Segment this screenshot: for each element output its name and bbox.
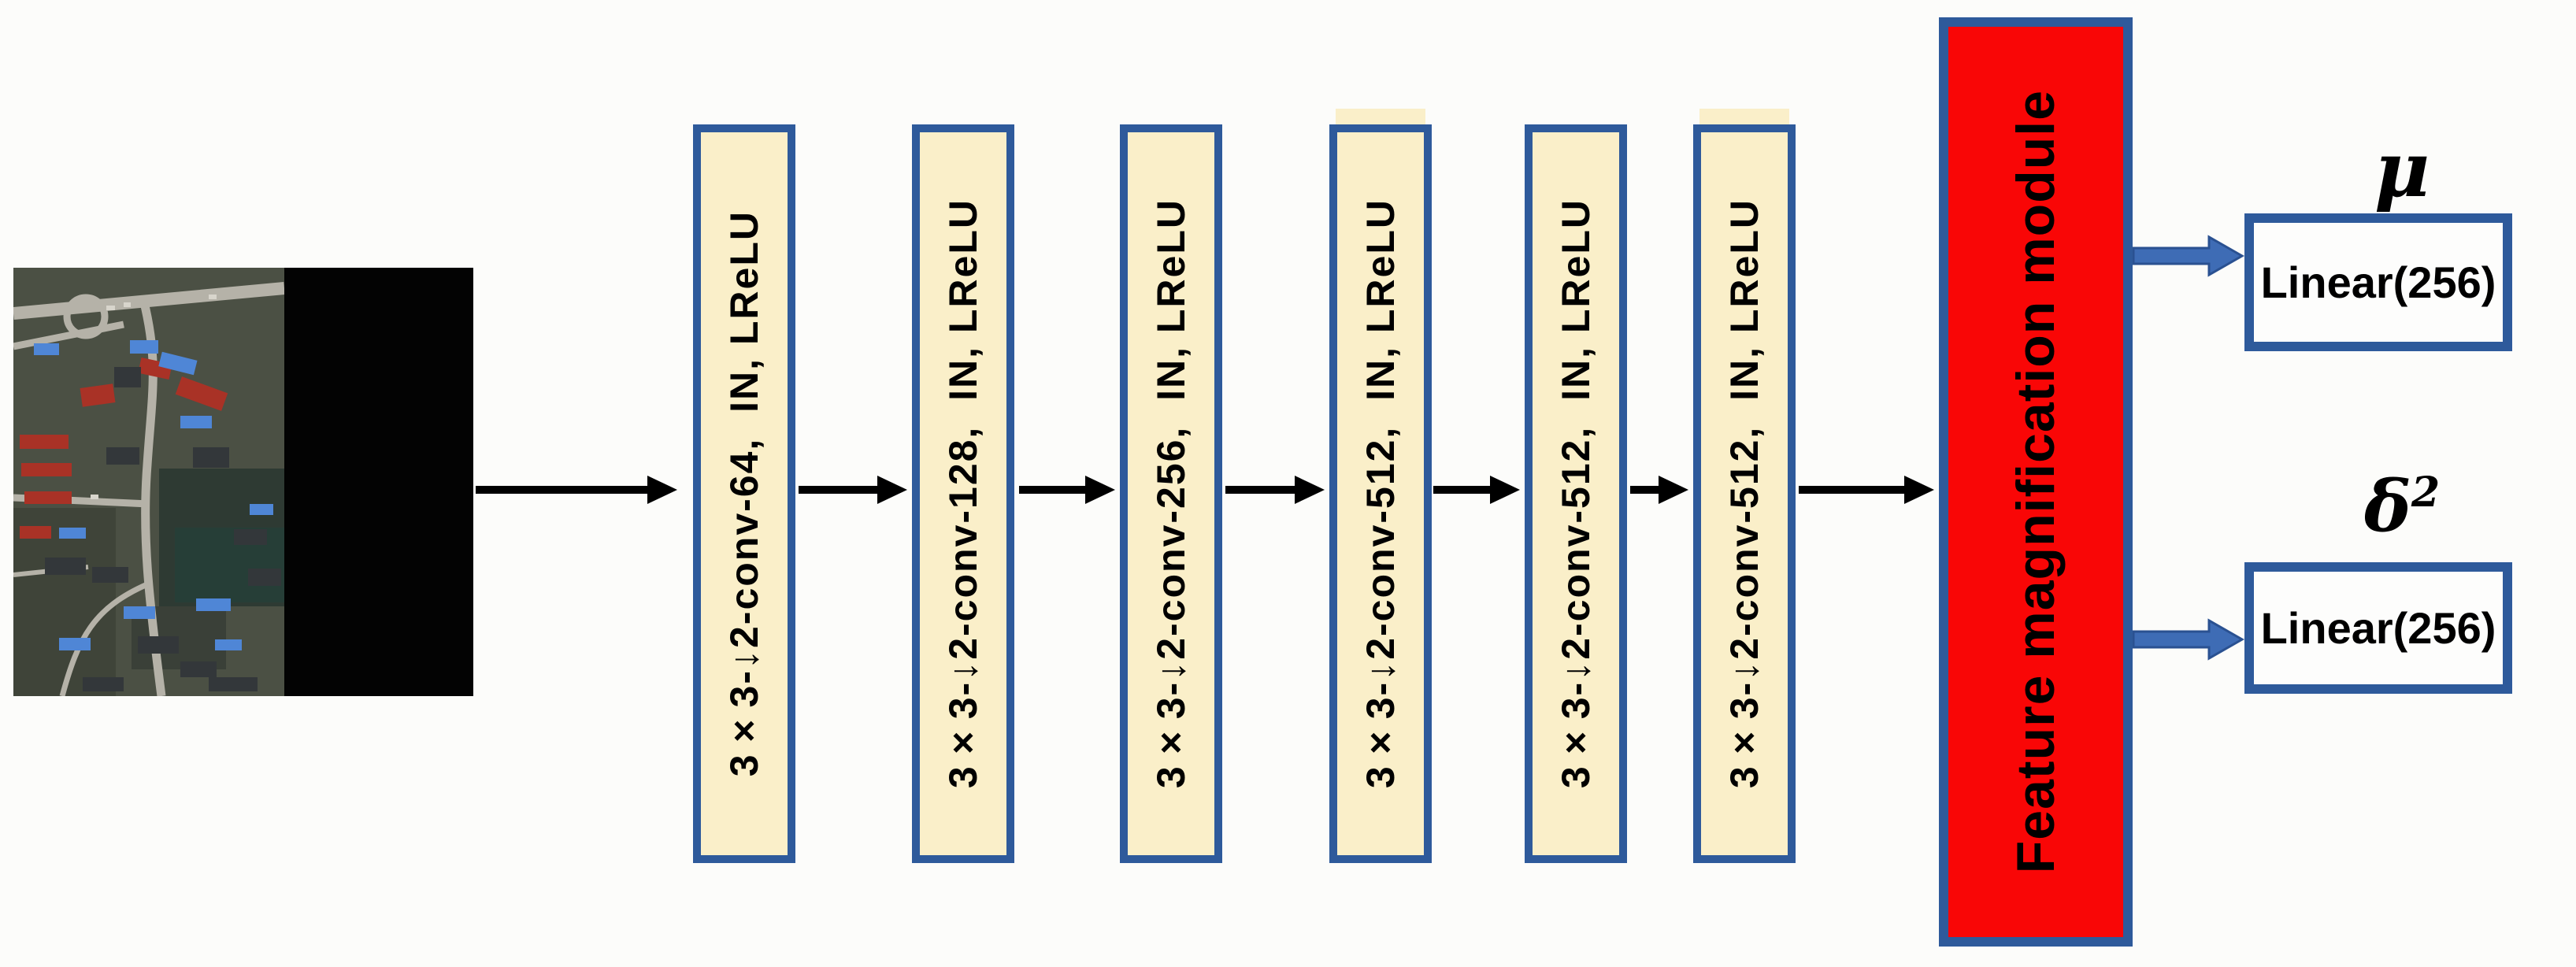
red-roofs [20,358,228,539]
conv-layer-6-cap [1699,109,1789,126]
conv-layer-4-label: 3×3-↓2-conv-512, IN, LReLU [1358,198,1403,789]
conv-layer-1: 3×3-↓2-conv-64, IN, LReLU [693,124,795,863]
mu-symbol: μ [2374,125,2430,214]
input-arrow [476,462,677,517]
dark-roofs [45,367,281,691]
delta-squared-symbol: δ2 [2363,465,2441,548]
flow-arrow-2 [1019,462,1115,517]
delta-arrow [2133,618,2244,661]
conv-layer-3: 3×3-↓2-conv-256, IN, LReLU [1120,124,1222,863]
conv-layer-3-label: 3×3-↓2-conv-256, IN, LReLU [1149,198,1193,789]
conv-layer-5-label: 3×3-↓2-conv-512, IN, LReLU [1554,198,1598,789]
conv-layer-6: 3×3-↓2-conv-512, IN, LReLU [1693,124,1796,863]
delta-linear-box: Linear(256) [2244,562,2512,694]
delta-linear-label: Linear(256) [2260,603,2496,653]
flow-arrow-5 [1630,462,1688,517]
blue-roofs [34,340,273,650]
mu-arrow [2133,235,2244,277]
feature-magnification-module-label: Feature magnification module [2006,90,2066,874]
conv-layer-2: 3×3-↓2-conv-128, IN, LReLU [912,124,1014,863]
conv-layer-5: 3×3-↓2-conv-512, IN, LReLU [1525,124,1627,863]
conv-layer-1-label: 3×3-↓2-conv-64, IN, LReLU [722,210,766,777]
mu-linear-box: Linear(256) [2244,213,2512,351]
conv-layer-2-label: 3×3-↓2-conv-128, IN, LReLU [941,198,985,789]
flow-arrow-1 [799,462,907,517]
flow-arrow-6 [1799,462,1934,517]
flow-arrow-4 [1433,462,1520,517]
conv-layer-4-cap [1336,109,1425,126]
conv-layer-4: 3×3-↓2-conv-512, IN, LReLU [1329,124,1432,863]
masked-region [284,268,473,696]
conv-layer-6-label: 3×3-↓2-conv-512, IN, LReLU [1722,198,1766,789]
satellite-image [13,268,473,696]
feature-magnification-module: Feature magnification module [1939,17,2133,947]
road-details [91,295,217,499]
flow-arrow-3 [1225,462,1325,517]
mu-linear-label: Linear(256) [2260,257,2496,307]
